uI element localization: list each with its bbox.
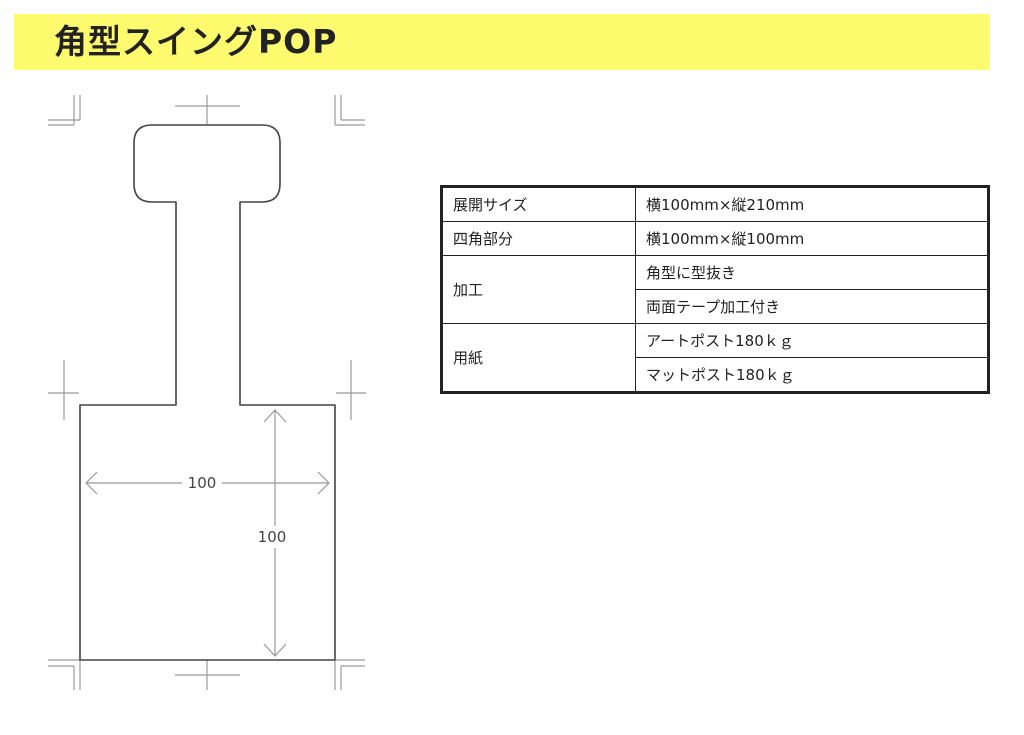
row-label: 加工: [441, 255, 636, 324]
row-label: 用紙: [441, 323, 636, 393]
width-label: 100: [188, 474, 217, 492]
spec-table: 展開サイズ 横100mm×縦210mm 四角部分 横100mm×縦100mm 加…: [440, 185, 990, 394]
height-label: 100: [258, 528, 287, 546]
width-label-mask: [182, 472, 222, 494]
page-title: 角型スイングPOP: [54, 22, 338, 61]
table-row: 用紙 アートポスト180ｋｇ: [441, 323, 989, 393]
row-value: 角型に型抜き: [635, 255, 989, 290]
table-row: 加工 角型に型抜き: [441, 255, 989, 324]
row-value: 両面テープ加工付き: [635, 289, 989, 324]
row-label: 展開サイズ: [441, 186, 636, 222]
table-row: マットポスト180ｋｇ: [442, 357, 989, 393]
row-value: 横100mm×縦100mm: [635, 221, 989, 256]
title-bar: 角型スイングPOP: [14, 14, 990, 70]
row-value: 横100mm×縦210mm: [635, 186, 989, 222]
table-row: 両面テープ加工付き: [442, 289, 989, 324]
table-row: 四角部分 横100mm×縦100mm: [441, 221, 989, 256]
row-value: マットポスト180ｋｇ: [635, 357, 989, 393]
height-label-mask: [253, 526, 295, 548]
crop-marks: [48, 95, 366, 690]
row-label: 四角部分: [441, 221, 636, 256]
row-value: アートポスト180ｋｇ: [635, 323, 989, 358]
pop-outline: [79, 124, 336, 661]
table-row: 展開サイズ 横100mm×縦210mm: [441, 186, 989, 222]
